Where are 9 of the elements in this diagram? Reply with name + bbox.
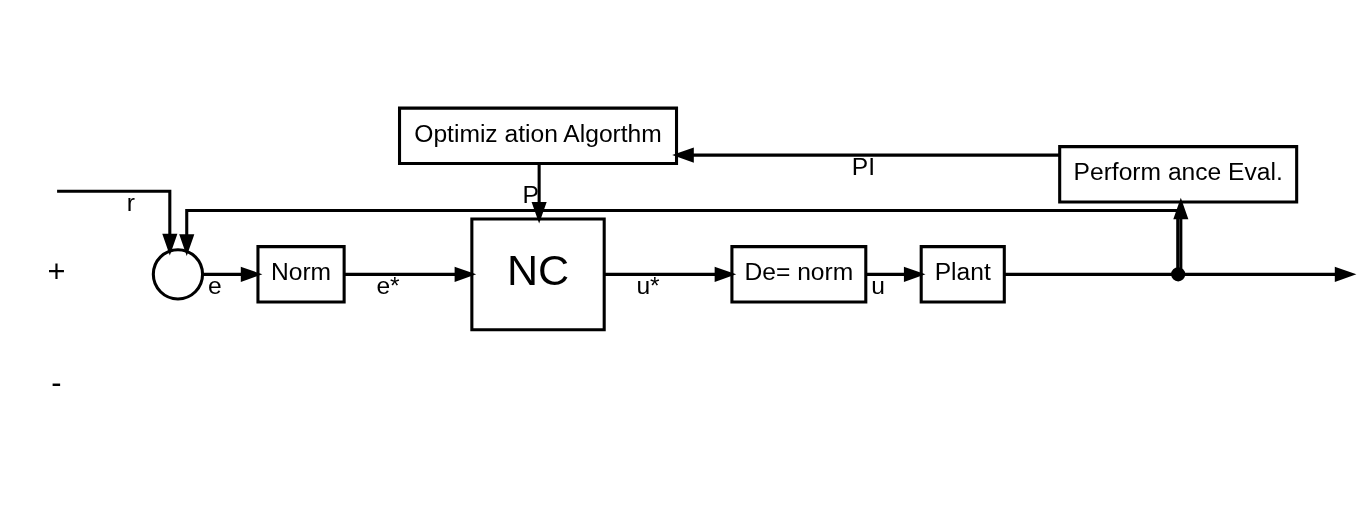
- edge-label: e: [208, 271, 222, 299]
- label: +: [47, 253, 66, 289]
- edge-label: PI: [851, 152, 876, 180]
- edge-label: u: [871, 271, 885, 299]
- edge-label: r: [126, 188, 135, 216]
- label: -: [51, 364, 62, 400]
- edge-label: e*: [376, 271, 400, 299]
- edge-label: u*: [636, 271, 660, 299]
- edge-label: P: [522, 180, 539, 208]
